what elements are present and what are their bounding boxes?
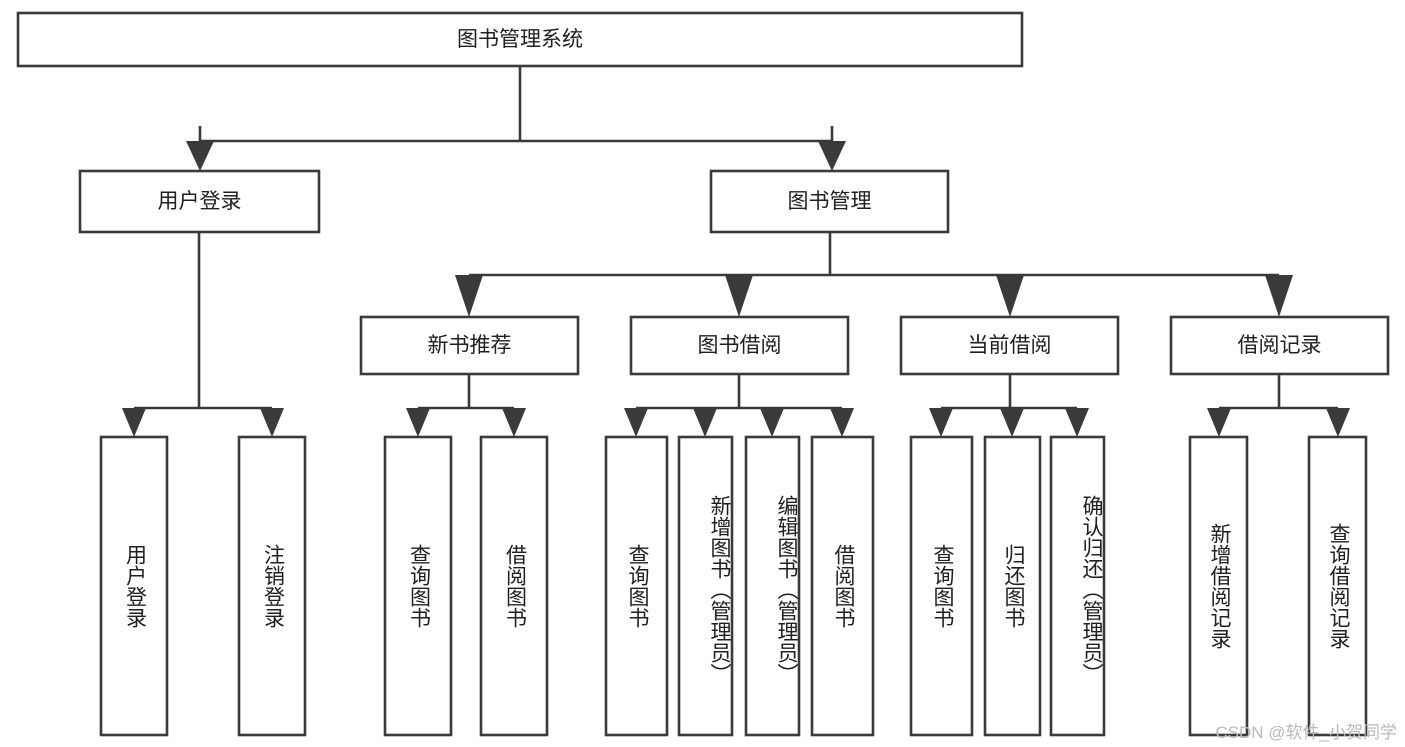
edges-bookborrow-to-leaves: [624, 374, 854, 437]
node-box-leaf-add-book[interactable]: [677, 435, 734, 737]
node-box-borrow-record[interactable]: [1169, 315, 1390, 376]
arrow-to-leaf-query-book-1: [406, 408, 430, 437]
node-box-leaf-add-record[interactable]: [1188, 435, 1249, 737]
arrow-to-leaf-add-book: [693, 408, 717, 437]
node-box-new-book-rec[interactable]: [359, 315, 580, 376]
node-box-leaf-user-login[interactable]: [99, 435, 169, 737]
edges-newbookrec-to-leaves: [406, 374, 526, 437]
arrow-to-leaf-edit-book: [760, 408, 784, 437]
csdn-watermark: CSDN @软件_小贺同学: [1215, 723, 1397, 742]
node-box-leaf-borrow-book-2[interactable]: [810, 435, 875, 737]
node-box-leaf-query-book-2[interactable]: [604, 435, 669, 737]
arrow-to-book-borrow: [725, 275, 753, 317]
edges-userlogin-to-leaves: [122, 232, 284, 437]
arrow-to-leaf-query-book-2: [624, 408, 648, 437]
edges-root-to-level2: [186, 66, 846, 171]
arrow-to-leaf-user-login: [122, 408, 146, 437]
edges-borrowrecord-to-leaves: [1207, 374, 1350, 437]
arrow-to-leaf-return-book: [1000, 408, 1024, 437]
arrow-to-book-manage: [818, 141, 846, 171]
arrow-to-borrow-record: [1265, 275, 1293, 317]
node-box-root[interactable]: [16, 11, 1024, 68]
node-box-leaf-return-book[interactable]: [983, 435, 1042, 737]
node-box-leaf-query-book-1[interactable]: [383, 435, 453, 737]
node-box-leaf-confirm-return[interactable]: [1049, 435, 1106, 737]
node-box-leaf-query-record[interactable]: [1307, 435, 1368, 737]
node-box-current-borrow[interactable]: [899, 315, 1120, 376]
arrow-to-leaf-query-book-3: [929, 408, 953, 437]
node-box-user-login[interactable]: [78, 169, 321, 234]
arrow-to-leaf-confirm-return: [1065, 408, 1089, 437]
node-box-leaf-logout[interactable]: [237, 435, 307, 737]
edges-currentborrow-to-leaves: [929, 374, 1089, 437]
node-box-book-borrow[interactable]: [629, 315, 850, 376]
arrow-to-leaf-borrow-book-1: [502, 408, 526, 437]
arrow-to-leaf-logout: [260, 408, 284, 437]
node-box-leaf-query-book-3[interactable]: [909, 435, 974, 737]
arrow-to-leaf-add-record: [1207, 408, 1231, 437]
node-box-leaf-borrow-book-1[interactable]: [479, 435, 549, 737]
arrow-to-user-login: [186, 141, 214, 171]
arrow-to-new-book-rec: [455, 275, 483, 317]
arrow-to-leaf-borrow-book-2: [830, 408, 854, 437]
node-box-leaf-edit-book[interactable]: [744, 435, 801, 737]
node-box-book-manage[interactable]: [709, 169, 950, 234]
arrow-to-leaf-query-record: [1326, 408, 1350, 437]
edges-bookmanage-to-level3: [455, 232, 1293, 317]
arrow-to-current-borrow: [996, 275, 1024, 317]
